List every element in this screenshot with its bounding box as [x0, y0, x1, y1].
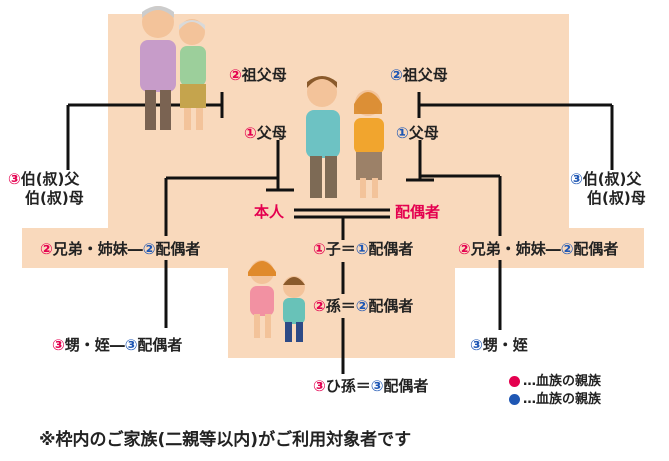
parents-right-label: ①父母: [396, 124, 439, 142]
parents-left-label: ①父母: [244, 124, 287, 142]
nephew-right-label: ③甥・姪: [470, 336, 528, 354]
grandchild-label: ②孫＝②配偶者: [313, 297, 414, 315]
grandparents-illustration: [140, 6, 206, 130]
parents-illustration: [306, 76, 384, 198]
legend-marriage: …血族の親族: [509, 388, 601, 407]
self-label: 本人: [254, 203, 285, 221]
legend-blood: …血族の親族: [509, 370, 601, 389]
tree-lines: [66, 92, 614, 374]
legend-blood-dot: [509, 376, 520, 387]
marriage-line: [294, 208, 390, 219]
child-label: ①子＝①配偶者: [313, 240, 414, 258]
legend-marriage-dot: [509, 394, 520, 405]
degree-mark: ①: [244, 124, 257, 142]
siblings-right-label: ②兄弟・姉妹―②配偶者: [458, 240, 619, 258]
grandchildren-illustration: [248, 260, 305, 342]
uncle-aunt-left-label: ③伯(叔)父 伯(叔)母: [8, 170, 84, 207]
nephew-left-label: ③甥・姪―③配偶者: [52, 336, 183, 354]
degree-mark: ②: [229, 66, 242, 84]
footnote: ※枠内のご家族(二親等以内)がご利用対象者です: [39, 430, 412, 450]
degree-mark: ③: [570, 170, 583, 188]
grandparents-left-label: ②祖父母: [229, 66, 287, 84]
siblings-left-label: ②兄弟・姉妹―②配偶者: [40, 240, 201, 258]
degree-mark: ③: [8, 170, 21, 188]
degree-mark: ②: [390, 66, 403, 84]
spouse-label: 配偶者: [395, 203, 441, 221]
great-grandchild-label: ③ひ孫＝③配偶者: [313, 377, 429, 395]
degree-mark: ①: [396, 124, 409, 142]
grandparents-right-label: ②祖父母: [390, 66, 448, 84]
uncle-aunt-right-label: ③伯(叔)父 伯(叔)母: [570, 170, 646, 207]
